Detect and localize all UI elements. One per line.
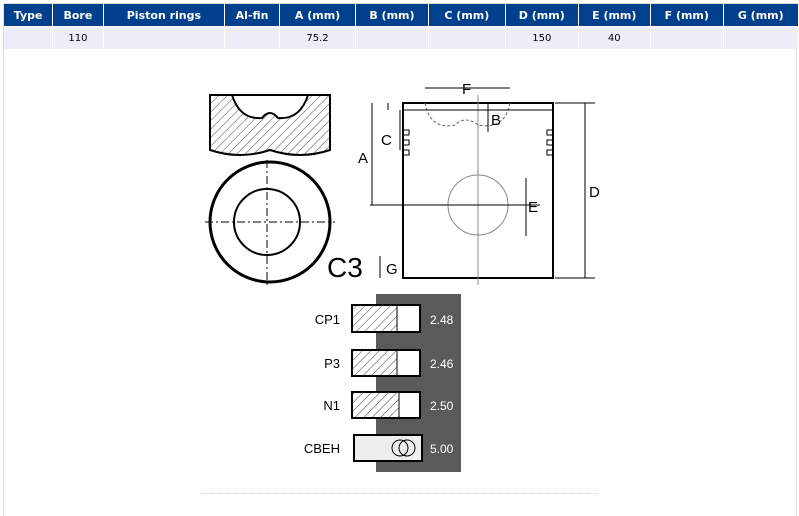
ring-cp1: CP1 2.48 — [315, 304, 454, 333]
ring-name: N1 — [323, 398, 340, 413]
dim-b-label: B — [491, 112, 501, 129]
col-d: D (mm) — [505, 4, 579, 27]
ring-value: 2.50 — [430, 399, 454, 413]
ring-value: 2.46 — [430, 357, 454, 371]
ring-name: CP1 — [315, 312, 340, 327]
dim-f-label: F — [462, 81, 471, 98]
cell-bore: 110 — [52, 26, 104, 49]
piston-spec-table: Type Bore Piston rings Al-fin A (mm) B (… — [4, 4, 799, 49]
page-frame — [3, 3, 797, 516]
ring-value: 2.48 — [430, 313, 454, 327]
col-piston-rings: Piston rings — [103, 4, 226, 27]
cell-g — [723, 26, 799, 49]
ring-name: CBEH — [304, 441, 340, 456]
dim-d-label: D — [589, 184, 600, 201]
piston-drawing: C3 A B C D E F G CP1 2.48 P3 2.46 N1 2.5… — [205, 81, 600, 472]
cell-a: 75.2 — [279, 26, 357, 49]
cell-d: 150 — [505, 26, 579, 49]
divider — [200, 493, 598, 494]
table-header-row: Type Bore Piston rings Al-fin A (mm) B (… — [4, 4, 799, 27]
cell-f — [650, 26, 724, 49]
cell-c — [428, 26, 507, 49]
col-f: F (mm) — [650, 4, 724, 27]
piston-side-view — [370, 87, 595, 285]
piston-top-view — [205, 160, 335, 285]
ring-p3: P3 2.46 — [324, 349, 454, 377]
col-type: Type — [4, 4, 54, 27]
col-al-fin: Al-fin — [224, 4, 280, 27]
dim-c-label: C — [381, 132, 392, 149]
table-row: 110 75.2 150 40 — [4, 26, 799, 49]
col-g: G (mm) — [723, 4, 799, 27]
cell-e: 40 — [578, 26, 652, 49]
ring-name: P3 — [324, 356, 340, 371]
ring-n1: N1 2.50 — [323, 391, 454, 419]
col-e: E (mm) — [578, 4, 652, 27]
ring-cbeh: CBEH 5.00 — [304, 434, 454, 462]
cell-type — [4, 26, 54, 49]
col-a: A (mm) — [279, 4, 357, 27]
dim-g-label: G — [386, 261, 398, 278]
col-bore: Bore — [52, 4, 104, 27]
dim-a-label: A — [358, 150, 368, 167]
model-label: C3 — [327, 252, 363, 283]
col-c: C (mm) — [428, 4, 507, 27]
piston-section-view — [209, 94, 331, 156]
ring-value: 5.00 — [430, 442, 454, 456]
cell-piston-rings — [103, 26, 226, 49]
cell-al-fin — [224, 26, 280, 49]
dim-e-label: E — [528, 199, 538, 216]
cell-b — [355, 26, 429, 49]
col-b: B (mm) — [355, 4, 429, 27]
